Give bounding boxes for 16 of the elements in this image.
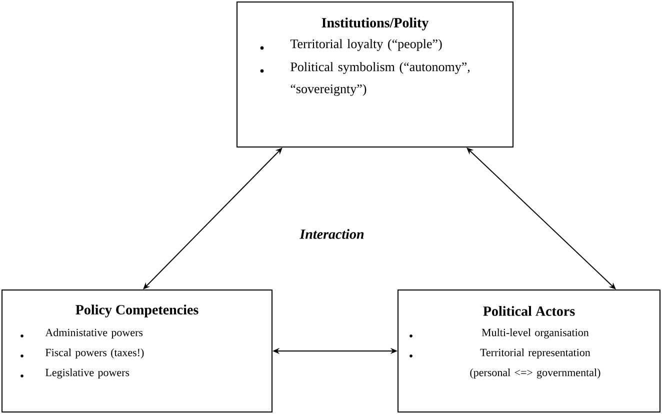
bullet-text: Legislative powers [46, 368, 130, 378]
bullet-text: Multi-level organisation [482, 328, 589, 338]
double-arrow [143, 148, 282, 290]
center-label: Interaction [300, 229, 364, 239]
bullet-text: Territorial representation (personal <=> governmental) [470, 348, 600, 378]
bullet-text: Territorial loyalty (“people”) [290, 39, 442, 51]
bullet-text: Administative powers [45, 328, 143, 338]
box-title: Institutions/Polity [322, 18, 429, 30]
bullet-text: Fiscal powers (taxes!) [46, 348, 144, 358]
bullet-text: Political symbolism (“autonomy”, “sovereignty”) [290, 62, 470, 96]
text-box [398, 290, 660, 412]
box-title: Policy Competencies [76, 304, 198, 318]
text-box [236, 2, 514, 148]
text-box [2, 290, 272, 412]
double-arrow [466, 148, 616, 290]
box-title: Political Actors [483, 306, 575, 316]
